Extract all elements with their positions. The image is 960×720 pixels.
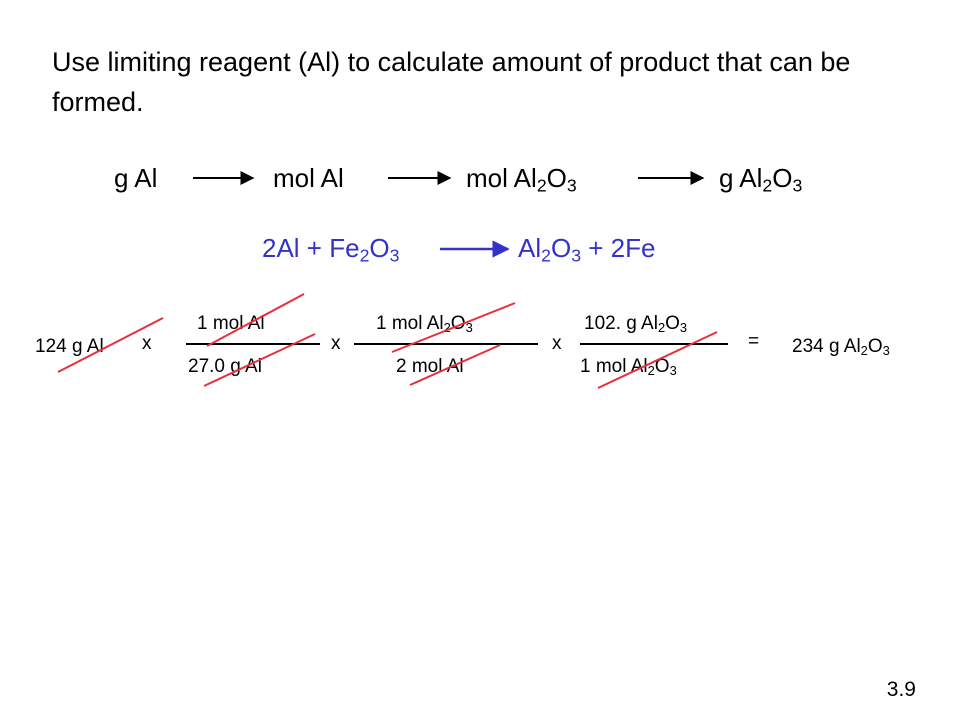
factor2-denominator: 2 mol Al xyxy=(396,356,464,377)
flow-step-grams-al2o3: g Al2O3 xyxy=(719,163,803,196)
result-quantity: 234 g Al2O3 xyxy=(792,336,890,359)
factor3-denominator: 1 mol Al2O3 xyxy=(580,356,677,379)
factor1-denominator: 27.0 g Al xyxy=(188,356,262,377)
equation-products: Al2O3 + 2Fe xyxy=(518,233,656,266)
factor3-bar xyxy=(580,343,728,345)
equation-reactants: 2Al + Fe2O3 xyxy=(262,233,400,266)
factor3-numerator: 102. g Al2O3 xyxy=(584,313,688,336)
multiply-sign-2: x xyxy=(331,333,341,354)
multiply-sign-3: x xyxy=(552,333,562,354)
slide-number: 3.9 xyxy=(886,678,916,701)
start-quantity: 124 g Al xyxy=(35,336,104,357)
equals-sign: = xyxy=(748,331,760,352)
slide-title: Use limiting reagent (Al) to calculate a… xyxy=(52,47,851,117)
factor2-numerator: 1 mol Al2O3 xyxy=(376,313,473,336)
multiply-sign-1: x xyxy=(142,333,152,354)
factor1-bar xyxy=(186,343,320,345)
factor2-bar xyxy=(354,343,538,345)
flow-step-mol-al2o3: mol Al2O3 xyxy=(466,163,577,196)
factor1-numerator: 1 mol Al xyxy=(197,313,265,334)
flow-step-mol-al: mol Al xyxy=(273,163,344,193)
flow-step-grams-al: g Al xyxy=(114,163,158,193)
